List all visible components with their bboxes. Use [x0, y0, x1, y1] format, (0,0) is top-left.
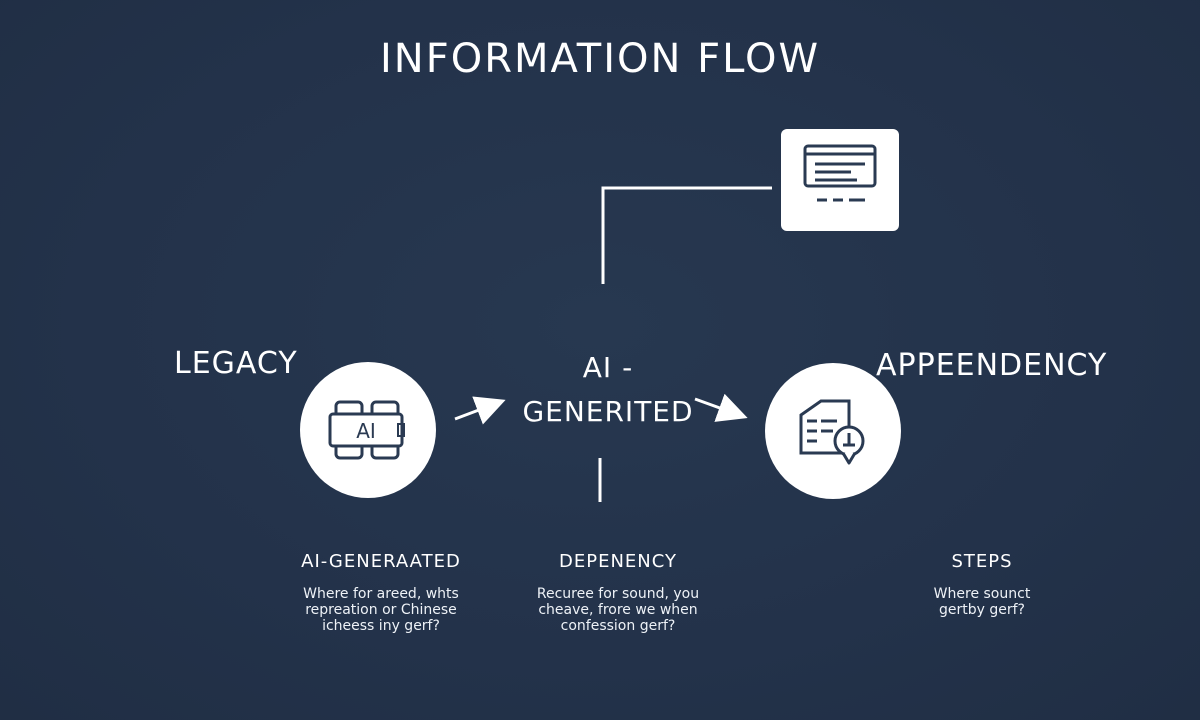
node-label-legacy: LEGACY: [174, 346, 298, 381]
ai-chip-icon: AI: [328, 400, 405, 460]
appendency-node[interactable]: [765, 363, 901, 499]
caption-body: Where for areed, whts repreation or Chin…: [276, 586, 486, 634]
caption-body: Where sounct gertby gerf?: [894, 586, 1070, 618]
arrow-center-to-appendency: [694, 393, 748, 422]
top-document-card[interactable]: [781, 129, 899, 231]
caption-steps: STEPS Where sounct gertby gerf?: [894, 551, 1070, 618]
ai-chip-text: AI: [356, 419, 376, 443]
legacy-node[interactable]: AI: [300, 362, 436, 498]
caption-dependency: DEPENENCY Recuree for sound, you cheave,…: [510, 551, 726, 634]
caption-line: cheave, frore we when: [538, 602, 698, 618]
caption-line: repreation or Chinese: [305, 602, 457, 618]
diagram-title: INFORMATION FLOW: [379, 36, 821, 82]
caption-line: gertby gerf?: [939, 602, 1025, 618]
document-download-icon: [799, 399, 865, 465]
caption-line: Where for areed, whts: [303, 586, 459, 602]
caption-heading: STEPS: [951, 551, 1013, 572]
document-icon: [803, 144, 877, 202]
caption-body: Recuree for sound, you cheave, frore we …: [510, 586, 726, 634]
caption-line: icheess iny gerf?: [322, 618, 440, 634]
elbow-connector: [601, 186, 772, 284]
node-label-appendency: APPEENDENCY: [876, 348, 1108, 383]
arrow-legacy-to-center: [454, 396, 506, 425]
center-node-label: AI - GENERITED: [520, 346, 696, 434]
caption-line: Recuree for sound, you: [536, 586, 700, 602]
caption-line: Where sounct: [933, 586, 1031, 602]
center-label-line1: AI -: [582, 351, 634, 384]
caption-heading: DEPENENCY: [558, 551, 677, 572]
caption-line: confession gerf?: [560, 618, 676, 634]
caption-heading: AI-GENERAATED: [301, 551, 461, 572]
caption-ai-generated: AI-GENERAATED Where for areed, whts repr…: [276, 551, 486, 634]
center-label-line2: GENERITED: [522, 395, 694, 428]
